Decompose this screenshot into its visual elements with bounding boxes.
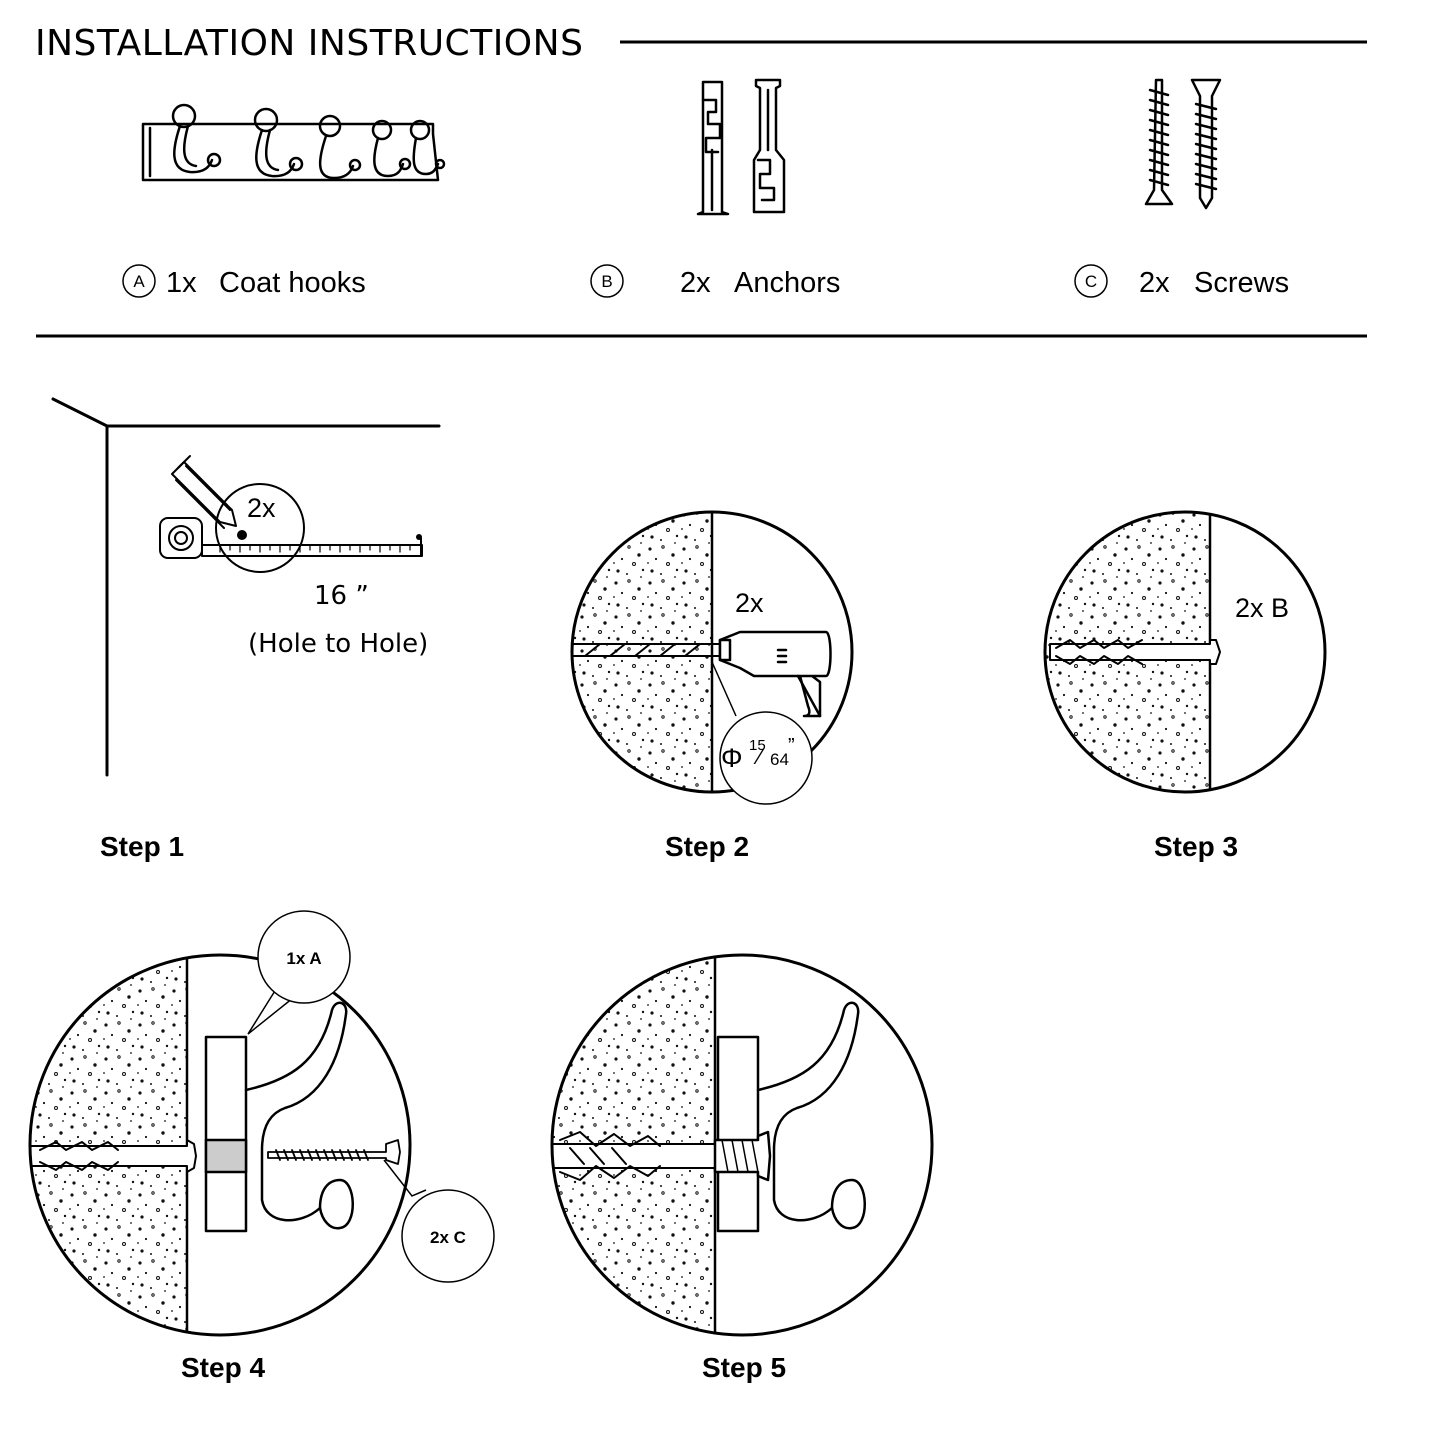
step2-label: Step 2: [665, 831, 749, 862]
callout-hook: 1x A: [247, 910, 351, 1035]
step1-mark-qty: 2x: [247, 493, 276, 523]
mark-dot-left: [237, 530, 247, 540]
drill-size-callout: Φ 15 ⁄ 64 ”: [711, 661, 813, 805]
step4-label: Step 4: [181, 1352, 265, 1383]
step3-diagram: 2x B: [1043, 510, 1327, 794]
drill-size-unit: ”: [788, 735, 795, 757]
part-a-letter: A: [133, 272, 145, 291]
part-b-name: Anchors: [734, 267, 840, 299]
step5-diagram: [550, 953, 934, 1337]
tape-measure-icon: [159, 517, 423, 559]
callout-screw-text: 2x C: [430, 1228, 466, 1247]
drill-size-numerator: 15: [749, 737, 766, 754]
part-b-qty: 2x: [680, 267, 711, 299]
step5-label: Step 5: [702, 1352, 786, 1383]
anchor-icon: [30, 1139, 197, 1173]
mark-dot-right: [416, 534, 422, 540]
step3-label: Step 3: [1154, 831, 1238, 862]
part-a-name: Coat hooks: [219, 267, 366, 299]
part-c-label: C 2x Screws: [1074, 264, 1289, 299]
part-c-name: Screws: [1194, 267, 1289, 299]
callout-screw: 2x C: [383, 1159, 495, 1283]
step2-diagram: 2x Φ 15 ⁄ 64 ”: [570, 510, 854, 805]
part-a-label: A 1x Coat hooks: [122, 264, 366, 299]
callout-hook-text: 1x A: [286, 949, 321, 968]
step1-distance: 16 ”: [314, 581, 369, 611]
screw-icon: [1144, 78, 1222, 210]
wall-anchor-icon: [696, 78, 786, 216]
hook-side-view-icon: [204, 1001, 354, 1233]
step1-distance-note: (Hole to Hole): [248, 629, 428, 659]
anchor-in-wall-icon: [1049, 639, 1221, 665]
page-title: INSTALLATION INSTRUCTIONS: [35, 23, 583, 64]
step2-qty: 2x: [735, 588, 764, 618]
step1-diagram: 2x 16 ” (Hole to Hole): [51, 397, 441, 777]
magnifier-circle: [215, 483, 305, 573]
installed-hook-icon: [713, 1001, 866, 1233]
part-b-label: B 2x Anchors: [590, 264, 840, 299]
drill-diameter-symbol: Φ: [721, 743, 743, 773]
screw-side-view-icon: [267, 1139, 401, 1165]
part-c-qty: 2x: [1139, 267, 1170, 299]
drill-icon: [718, 630, 832, 718]
part-c-letter: C: [1085, 272, 1097, 291]
step4-diagram: 1x A 2x C: [28, 910, 495, 1337]
part-b-letter: B: [601, 272, 612, 291]
coat-hook-rail-icon: [141, 103, 446, 182]
step1-label: Step 1: [100, 831, 184, 862]
drill-size-denominator: 64: [770, 750, 789, 769]
part-a-qty: 1x: [166, 267, 197, 299]
step3-qty: 2x B: [1235, 593, 1289, 623]
wall-corner: [51, 397, 441, 777]
